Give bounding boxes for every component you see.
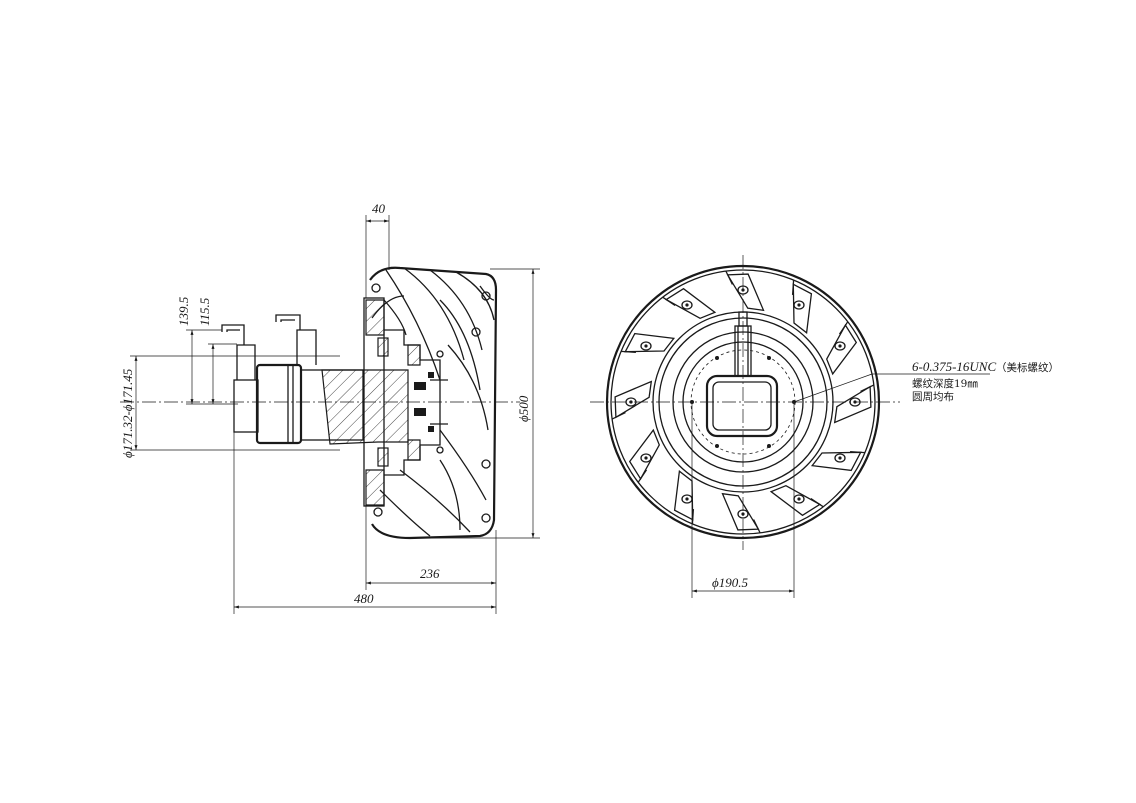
roller-blade [792, 283, 813, 335]
roller-pin [644, 456, 648, 460]
roller-pin-hole [737, 285, 749, 295]
roller-pin [797, 497, 801, 501]
mecanum-rollers-side [369, 266, 498, 540]
roller-pin-hole [849, 397, 861, 407]
thread-spec-suffix: （美标螺纹） [996, 361, 1059, 374]
dim-flange-width: 40 [365, 201, 390, 298]
hub-section-hatched [321, 369, 409, 445]
roller-blade [624, 332, 676, 353]
dim-label-115-5: 115.5 [197, 297, 212, 326]
wheel-outer-rim [605, 264, 881, 540]
front-view: 6-0.375-16UNC （美标螺纹） 螺纹深度19㎜ 圆周均布 ϕ190.5 [590, 255, 1059, 598]
roller-pin [629, 400, 633, 404]
roller-blade [721, 492, 760, 531]
roller-blade-edge [791, 280, 795, 295]
roller-pin-hole [834, 341, 846, 351]
roller-pin [685, 497, 689, 501]
roller-blade-edge [860, 384, 875, 392]
dim-wheel-diameter: ϕ500 [420, 268, 540, 539]
roller-pin-hole [834, 453, 846, 463]
side-view: 40 139.5 115.5 ϕ171.32-ϕ171.45 ϕ500 [120, 201, 540, 614]
roller-blade-edge [838, 321, 849, 335]
thread-spec: 6-0.375-16UNC [912, 359, 996, 374]
roller-pin [797, 303, 801, 307]
roller-blade [825, 323, 858, 376]
dim-label-236: 236 [420, 566, 440, 581]
roller-pin [644, 344, 648, 348]
dim-label-shaft-diameter: ϕ171.32-ϕ171.45 [120, 368, 135, 458]
roller-blade-edge [637, 469, 648, 483]
dim-shaft-diameter: ϕ171.32-ϕ171.45 [120, 355, 340, 458]
dim-heights: 139.5 115.5 [176, 296, 238, 405]
roller-blade-edge [621, 350, 636, 354]
thread-distribution: 圆周均布 [912, 391, 954, 403]
dim-wheel-width: 236 [365, 506, 497, 590]
roller-blade [810, 451, 862, 472]
roller-pin-hole [793, 300, 805, 310]
front-connector [734, 311, 752, 377]
roller-blade [673, 469, 694, 521]
roller-blade [833, 385, 872, 424]
dim-label-bolt-circle: ϕ190.5 [712, 575, 748, 590]
roller-pin [838, 344, 842, 348]
roller-blade-edge [662, 296, 676, 307]
roller-pin-hole [681, 300, 693, 310]
dim-overall-length: 480 [233, 432, 497, 614]
roller-pin [853, 400, 857, 404]
motor-face [705, 374, 779, 438]
roller-pin [838, 456, 842, 460]
dim-label-wheel-diameter: ϕ500 [516, 395, 531, 422]
roller-blade [614, 380, 653, 419]
roller-blade-edge [725, 270, 733, 285]
thread-depth: 螺纹深度19㎜ [912, 377, 978, 390]
roller-pin-hole [737, 509, 749, 519]
roller-blade [628, 428, 661, 481]
roller-blade-edge [691, 509, 695, 524]
roller-pin-hole [625, 397, 637, 407]
roller-pin [741, 288, 745, 292]
roller-blade-edge [850, 450, 865, 454]
mecanum-rollers-front [611, 270, 875, 534]
roller-blade-edge [810, 497, 824, 508]
dim-label-40: 40 [372, 201, 386, 216]
dim-label-139-5: 139.5 [176, 296, 191, 326]
roller-pin [741, 512, 745, 516]
roller-blade-edge [753, 519, 761, 534]
roller-blade-edge [611, 412, 626, 420]
roller-pin-hole [640, 453, 652, 463]
roller-blade [726, 273, 765, 312]
roller-pin-hole [640, 341, 652, 351]
roller-blade [769, 484, 822, 517]
roller-pin [685, 303, 689, 307]
dim-bolt-circle: ϕ190.5 [691, 404, 795, 598]
thread-note: 6-0.375-16UNC （美标螺纹） 螺纹深度19㎜ 圆周均布 [793, 359, 1059, 403]
wheel-hub-flange [363, 297, 448, 507]
roller-blade [664, 287, 717, 320]
dim-label-480: 480 [354, 591, 374, 606]
